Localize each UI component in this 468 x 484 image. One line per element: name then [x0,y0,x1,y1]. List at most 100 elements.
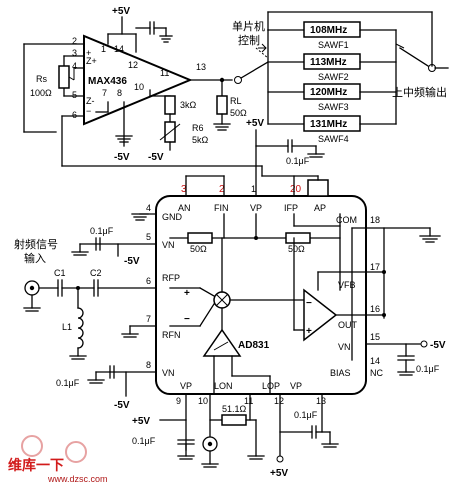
ad831-label-lop: LOP [262,381,280,391]
watermark-brand: 维库一下 [8,457,64,474]
ad831-pin-17: 17 [370,262,380,272]
rs-value: 100Ω [30,88,52,98]
ad831-pin19-box [307,179,329,197]
saw-filter-3: 120MHz SAWF3 [267,83,397,112]
watermark-url: www.dzsc.com [47,474,108,484]
ad831-pin-12: 12 [274,396,284,406]
ad831-pin-18: 18 [370,215,380,225]
ad831-pin-8: 8 [146,360,151,370]
ad831-r50-right-label: 50Ω [288,244,305,254]
ad831-label-nc: NC [370,368,383,378]
ad831-pin-15: 15 [370,332,380,342]
ad831-vp-cap-value: 0.1μF [286,156,310,166]
saw-name: SAWF1 [318,40,349,50]
ad831-label-vn-left2: VN [162,368,175,378]
saw-filter-1: 108MHz SAWF1 [267,21,397,50]
max436-pin-7: 7 [102,88,107,98]
rl-value: 50Ω [230,108,247,118]
ad831-pin-7: 7 [146,314,151,324]
ad831-label-rfp: RFP [162,273,180,283]
mcu-label-line1: 单片机 [232,19,265,33]
max436-pin-13: 13 [196,62,206,72]
ad831-pin-9: 9 [176,396,181,406]
watermark-logo-icon [21,435,43,457]
r-3k-label: 3kΩ [180,100,197,110]
saw-arrow-icon [258,43,267,53]
l1-inductor [77,307,84,349]
saw-name: SAWF4 [318,134,349,144]
if-output-label: 上中频输出 [392,85,447,99]
max436-vminus-label: -5V [114,152,130,163]
ad831-pin9-vplus: +5V [132,416,150,427]
r6-vminus-label: -5V [148,152,164,163]
saw-arrow-icon [395,43,405,49]
ad831-label-vp-b2: VP [290,381,302,391]
r6-value: 5kΩ [192,135,209,145]
ad831-r50-right [285,232,311,244]
c1-label: C1 [54,268,66,278]
max436-minus-sign: − [86,106,91,116]
saw-freq: 120MHz [310,87,347,98]
cap-9-value: 0.1μF [132,436,156,446]
lo-buffer [202,328,242,357]
rs-label: Rs [36,74,47,84]
wire [199,287,215,297]
saw-freq: 108MHz [310,25,347,36]
max436-pin-2: 2 [72,36,77,46]
max436-amplifier [83,34,193,126]
supply-terminal [276,455,284,463]
r-51-label: 51.1Ω [222,404,247,414]
ad831-label-vp-b1: VP [180,381,192,391]
ad831-label-rfn: RFN [162,330,181,340]
max436-pin-4: 4 [72,61,77,71]
max436-pin-5: 5 [72,90,77,100]
ad831-vn-left2-supply: -5V [114,400,130,411]
ad831-pin-5: 5 [146,232,151,242]
l1-label: L1 [62,322,72,332]
max436-name: MAX436 [88,76,127,87]
mixer-cross [215,293,229,307]
opamp-plus: + [306,326,312,337]
ad831-vplus-label: +5V [246,118,264,129]
ad831-label-ap: AP [314,203,326,213]
rl-label: RL [230,96,242,106]
ad831-name: AD831 [238,340,270,351]
ad831-vn-left-supply: -5V [124,256,140,267]
ad831-label-vfb: VFB [338,280,356,290]
ad831-pin-3: 3 [181,184,187,195]
ad831-pin-14: 14 [370,356,380,366]
ad831-label-fin: FIN [214,203,229,213]
junction [382,313,386,317]
max436-pin-12: 12 [128,60,138,70]
mcu-label-line2: 控制 [238,33,260,47]
ad831-label-an: AN [178,203,191,213]
max436-vplus-label: +5V [112,6,130,17]
lo-buffer-arrow [213,341,229,351]
switch-arm-left [240,61,269,79]
c2-label: C2 [90,268,102,278]
cap-15-value: 0.1μF [416,364,440,374]
ad831-pin-13: 13 [316,396,326,406]
max436-zminus-label: Z- [86,96,95,106]
ad831-label-vp-top: VP [250,203,262,213]
supply-terminal [420,340,428,348]
switch-arm-right [399,47,429,67]
rf-input-line2: 输入 [24,251,46,265]
saw-name: SAWF2 [318,72,349,82]
ad831-pin-16: 16 [370,304,380,314]
ad831-pin-4: 4 [146,203,151,213]
mixer-plus: + [184,288,190,299]
junction [382,270,386,274]
max436-zplus-label: Z+ [86,56,97,66]
rf-input-line1: 射频信号 [14,237,58,251]
max436-plus-sign: + [86,48,91,58]
saw-filter-2: 113MHz SAWF2 [267,53,397,82]
ad831-label-out: OUT [338,320,358,330]
saw-name: SAWF3 [318,102,349,112]
ad831-pin-10: 10 [198,396,208,406]
ad831-pin-6: 6 [146,276,151,286]
r-3k-resistor [164,95,176,115]
ad831-chip [155,195,367,395]
max436-pin-8: 8 [117,88,122,98]
